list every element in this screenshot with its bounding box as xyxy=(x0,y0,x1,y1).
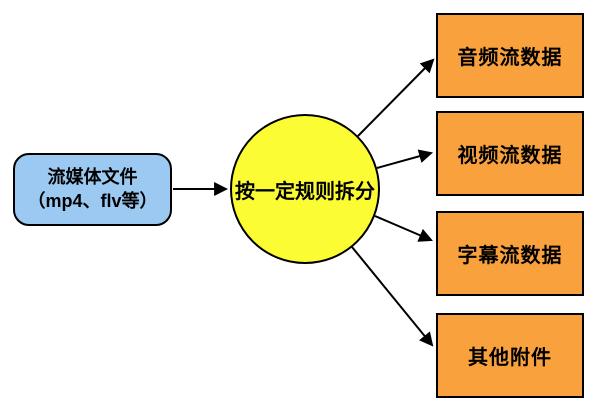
process-node: 按一定规则拆分 xyxy=(230,114,380,264)
arrow-process-to-audio xyxy=(357,58,435,137)
output-node-video: 视频流数据 xyxy=(436,111,584,196)
output-node-subtitle: 字幕流数据 xyxy=(436,211,584,296)
arrow-process-to-video xyxy=(376,149,434,169)
output-node-audio: 音频流数据 xyxy=(436,13,584,98)
source-node-label-line1: 流媒体文件 xyxy=(47,166,138,187)
source-node-label-line2: （mp4、flv等） xyxy=(27,190,158,211)
arrow-process-to-subtitle xyxy=(374,215,433,242)
output-node-attachment-label: 其他附件 xyxy=(468,347,552,369)
output-node-attachment: 其他附件 xyxy=(436,313,584,398)
process-node-label: 按一定规则拆分 xyxy=(235,180,375,203)
source-node: 流媒体文件 （mp4、flv等） xyxy=(13,153,172,226)
arrow-process-to-attachment xyxy=(351,246,434,347)
output-node-video-label: 视频流数据 xyxy=(457,145,563,167)
output-node-subtitle-label: 字幕流数据 xyxy=(457,245,563,267)
output-node-audio-label: 音频流数据 xyxy=(457,47,563,69)
